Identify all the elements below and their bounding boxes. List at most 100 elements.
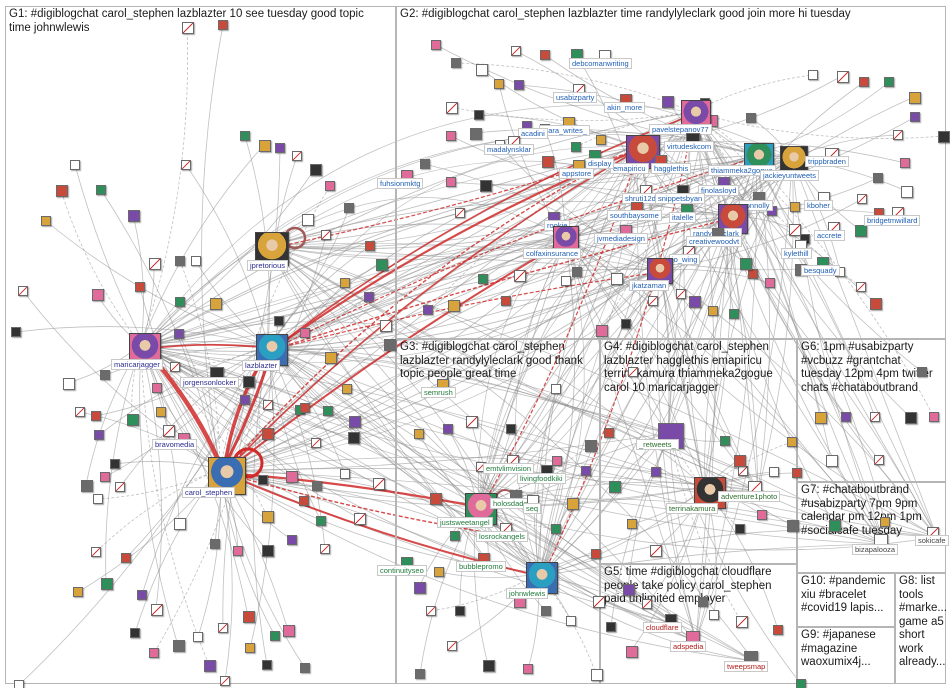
account-logo-icon[interactable] [909, 92, 921, 104]
account-logo-icon[interactable] [815, 412, 827, 424]
account-logo-icon[interactable] [414, 582, 426, 594]
account-logo-icon[interactable] [210, 298, 222, 310]
unavailable-avatar-icon[interactable] [380, 320, 392, 332]
account-logo-icon[interactable] [110, 459, 120, 469]
account-logo-icon[interactable] [175, 297, 185, 307]
unavailable-avatar-icon[interactable] [856, 282, 866, 292]
account-logo-icon[interactable] [259, 140, 271, 152]
unavailable-avatar-icon[interactable] [311, 438, 321, 448]
unavailable-avatar-icon[interactable] [642, 599, 652, 609]
account-logo-icon[interactable] [73, 587, 83, 597]
account-logo-icon[interactable] [698, 597, 708, 607]
account-logo-icon[interactable] [41, 216, 51, 226]
account-logo-icon[interactable] [156, 407, 166, 417]
account-logo-icon[interactable] [174, 518, 186, 530]
account-logo-icon[interactable] [448, 300, 460, 312]
account-logo-icon[interactable] [233, 546, 243, 556]
account-logo-icon[interactable] [430, 493, 442, 505]
account-logo-icon[interactable] [128, 210, 140, 222]
account-logo-icon[interactable] [708, 306, 718, 316]
account-logo-icon[interactable] [873, 173, 883, 183]
unavailable-avatar-icon[interactable] [149, 258, 161, 270]
account-logo-icon[interactable] [243, 611, 255, 623]
account-logo-icon[interactable] [121, 553, 131, 563]
account-logo-icon[interactable] [729, 309, 739, 319]
account-logo-icon[interactable] [135, 282, 145, 292]
account-logo-icon[interactable] [905, 412, 917, 424]
account-logo-icon[interactable] [450, 531, 460, 541]
unavailable-avatar-icon[interactable] [426, 606, 436, 616]
account-logo-icon[interactable] [859, 77, 869, 87]
account-logo-icon[interactable] [542, 156, 554, 168]
account-logo-icon[interactable] [384, 339, 396, 351]
unavailable-avatar-icon[interactable] [466, 416, 478, 428]
account-logo-icon[interactable] [790, 202, 800, 212]
account-logo-icon[interactable] [551, 384, 561, 394]
account-logo-icon[interactable] [70, 160, 80, 170]
unavailable-avatar-icon[interactable] [511, 46, 521, 56]
account-logo-icon[interactable] [769, 467, 779, 477]
account-logo-icon[interactable] [96, 185, 106, 195]
account-logo-icon[interactable] [310, 164, 322, 176]
unavailable-avatar-icon[interactable] [736, 616, 748, 628]
account-logo-icon[interactable] [130, 628, 140, 638]
account-logo-icon[interactable] [245, 643, 255, 653]
account-logo-icon[interactable] [63, 378, 75, 390]
account-logo-icon[interactable] [94, 430, 104, 440]
unavailable-avatar-icon[interactable] [163, 425, 175, 437]
account-logo-icon[interactable] [299, 496, 309, 506]
account-logo-icon[interactable] [240, 131, 250, 141]
account-logo-icon[interactable] [596, 325, 608, 337]
account-logo-icon[interactable] [720, 436, 730, 446]
account-logo-icon[interactable] [884, 77, 894, 87]
account-logo-icon[interactable] [748, 269, 758, 279]
account-logo-icon[interactable] [11, 327, 21, 337]
account-logo-icon[interactable] [174, 329, 184, 339]
unavailable-avatar-icon[interactable] [738, 466, 748, 476]
account-logo-icon[interactable] [434, 567, 444, 577]
unavailable-avatar-icon[interactable] [857, 194, 867, 204]
account-logo-icon[interactable] [662, 96, 674, 108]
account-logo-icon[interactable] [443, 424, 453, 434]
unavailable-avatar-icon[interactable] [320, 544, 330, 554]
account-logo-icon[interactable] [175, 256, 185, 266]
account-logo-icon[interactable] [127, 414, 139, 426]
account-logo-icon[interactable] [193, 632, 203, 642]
account-logo-icon[interactable] [274, 316, 284, 326]
unavailable-avatar-icon[interactable] [218, 623, 228, 633]
account-logo-icon[interactable] [316, 516, 326, 526]
account-logo-icon[interactable] [287, 535, 297, 545]
account-logo-icon[interactable] [100, 370, 110, 380]
account-logo-icon[interactable] [240, 395, 250, 405]
account-logo-icon[interactable] [262, 428, 274, 440]
account-logo-icon[interactable] [101, 578, 113, 590]
account-logo-icon[interactable] [474, 110, 484, 120]
account-logo-icon[interactable] [286, 471, 298, 483]
unavailable-avatar-icon[interactable] [837, 71, 849, 83]
account-logo-icon[interactable] [541, 606, 551, 616]
account-logo-icon[interactable] [348, 432, 360, 444]
account-logo-icon[interactable] [841, 412, 851, 422]
unavailable-avatar-icon[interactable] [676, 289, 686, 299]
account-logo-icon[interactable] [765, 278, 775, 288]
unavailable-avatar-icon[interactable] [292, 151, 302, 161]
account-logo-icon[interactable] [243, 376, 255, 388]
account-logo-icon[interactable] [571, 142, 581, 152]
account-logo-icon[interactable] [855, 225, 867, 237]
account-logo-icon[interactable] [258, 475, 268, 485]
account-logo-icon[interactable] [567, 498, 579, 510]
account-logo-icon[interactable] [323, 406, 333, 416]
account-logo-icon[interactable] [757, 510, 767, 520]
unavailable-avatar-icon[interactable] [170, 362, 180, 372]
account-logo-icon[interactable] [561, 276, 571, 286]
account-logo-icon[interactable] [734, 455, 746, 467]
account-logo-icon[interactable] [349, 416, 361, 428]
account-logo-icon[interactable] [514, 80, 524, 90]
account-logo-icon[interactable] [709, 610, 719, 620]
unavailable-avatar-icon[interactable] [18, 286, 28, 296]
account-logo-icon[interactable] [591, 549, 601, 559]
account-logo-icon[interactable] [137, 590, 147, 600]
account-logo-icon[interactable] [325, 352, 337, 364]
unavailable-avatar-icon[interactable] [870, 412, 880, 422]
unavailable-avatar-icon[interactable] [650, 545, 662, 557]
